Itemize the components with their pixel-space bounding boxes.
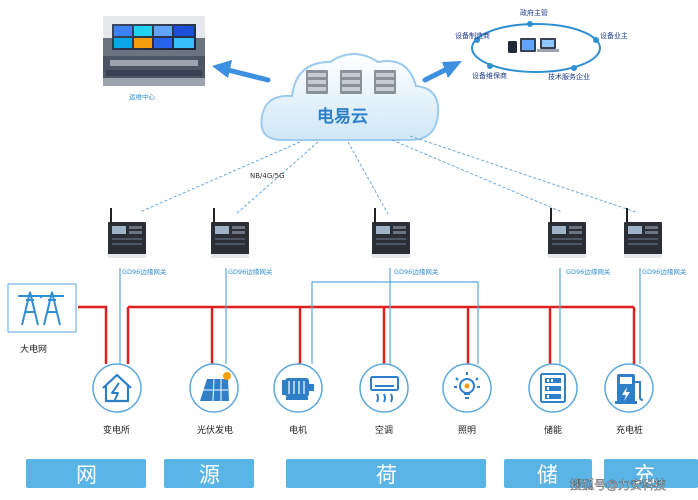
gateway-label: GD96边缘网关 [642, 267, 687, 276]
gateway-label: GD96边缘网关 [394, 267, 439, 276]
device-substation [92, 363, 142, 413]
cloud [260, 53, 440, 141]
device-lighting [442, 363, 492, 413]
gateway-label: GD96边缘网关 [122, 267, 167, 276]
device-label: 照明 [458, 425, 476, 436]
category-bands [26, 459, 698, 488]
phone-icon [508, 41, 517, 53]
device-label: 光伏发电 [197, 424, 233, 436]
partner-tech-service: 技术服务企业 [548, 72, 590, 81]
cloud-label: 电易云 [317, 106, 368, 127]
band-grid [26, 459, 146, 488]
partner-government: 政府主管 [520, 8, 548, 17]
device-label: 电机 [289, 424, 307, 436]
partners-ring [471, 21, 601, 73]
grid-label: 大电网 [20, 343, 47, 355]
device-label: 充电桩 [616, 424, 643, 436]
charging-pile-icon [615, 374, 644, 404]
energy-storage-icon [540, 373, 566, 403]
edge-gateway [624, 208, 662, 258]
device-energy-storage [528, 363, 578, 413]
band-label: 源 [199, 463, 220, 487]
band-charge [604, 459, 698, 488]
partner-owner: 设备业主 [600, 31, 628, 40]
device-label: 空调 [375, 424, 393, 436]
motor-icon [282, 378, 314, 400]
link-label: NB/4G/5G [250, 172, 285, 180]
air-conditioner-icon [370, 376, 399, 403]
solar-panel-icon [200, 372, 231, 402]
ops-center-label: 运维中心 [129, 92, 156, 101]
device-solar [189, 363, 239, 413]
server-icon [306, 70, 328, 94]
gateway-label: GD96边缘网关 [566, 267, 611, 276]
edge-gateway [211, 208, 249, 258]
band-load [286, 459, 486, 488]
band-label-partial: 充 [634, 463, 655, 487]
device-label: 储能 [544, 424, 562, 436]
server-icon [374, 70, 396, 94]
band-label: 储 [537, 463, 558, 487]
wireless-links [139, 135, 637, 215]
band-source [164, 459, 254, 488]
light-bulb-icon [454, 372, 480, 399]
ops-center-photo [103, 16, 205, 86]
device-charging-pile [604, 363, 654, 413]
device-motor [273, 363, 323, 413]
edge-gateway [548, 208, 586, 258]
watermark-text: 搜狐号@力安科技 [570, 477, 666, 492]
arrow-to-partners [422, 61, 462, 83]
band-label: 荷 [376, 463, 397, 487]
partner-maintenance: 设备维保商 [472, 71, 507, 80]
edge-gateway [108, 208, 146, 258]
power-bus [78, 305, 636, 364]
device-label: 变电所 [103, 424, 130, 436]
device-air-conditioner [359, 363, 409, 413]
power-grid-icon [7, 283, 77, 333]
arrow-to-ops [212, 60, 271, 83]
data-lines [119, 268, 641, 364]
gateway-label: GD96边缘网关 [228, 267, 273, 276]
server-icon [340, 70, 362, 94]
band-label: 网 [76, 463, 97, 487]
partner-manufacturer: 设备制造商 [455, 31, 490, 40]
band-storage [504, 459, 592, 488]
edge-gateway [372, 208, 410, 258]
substation-icon [102, 373, 132, 403]
